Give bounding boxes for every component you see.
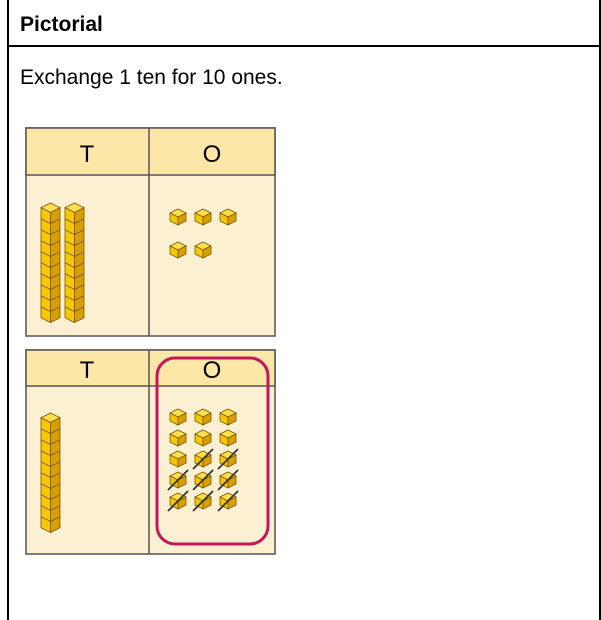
ones-cube bbox=[195, 409, 211, 425]
chart-1-tens-heading: T bbox=[80, 141, 95, 168]
ones-cube bbox=[220, 409, 236, 425]
ones-cube bbox=[195, 430, 211, 446]
ones-cube bbox=[170, 242, 186, 258]
tens-rod bbox=[65, 203, 84, 323]
chart-1-ones-heading: O bbox=[203, 141, 222, 168]
ones-cube bbox=[170, 409, 186, 425]
chart-2-tens-heading: T bbox=[80, 357, 95, 384]
place-value-chart-1: T O bbox=[26, 128, 275, 336]
ones-cube bbox=[170, 430, 186, 446]
ones-cube bbox=[170, 209, 186, 225]
ones-cube bbox=[220, 209, 236, 225]
ones-cube bbox=[195, 242, 211, 258]
chart-2-ones-heading: O bbox=[203, 357, 222, 384]
chart-2-header-row bbox=[26, 350, 275, 386]
ones-cube bbox=[195, 209, 211, 225]
ones-cube bbox=[220, 430, 236, 446]
tens-rod bbox=[41, 203, 60, 323]
ones-cube bbox=[170, 451, 186, 467]
chart-1-header-row bbox=[26, 128, 275, 175]
place-value-chart-2: T O bbox=[26, 350, 275, 554]
tens-rod bbox=[41, 413, 60, 533]
